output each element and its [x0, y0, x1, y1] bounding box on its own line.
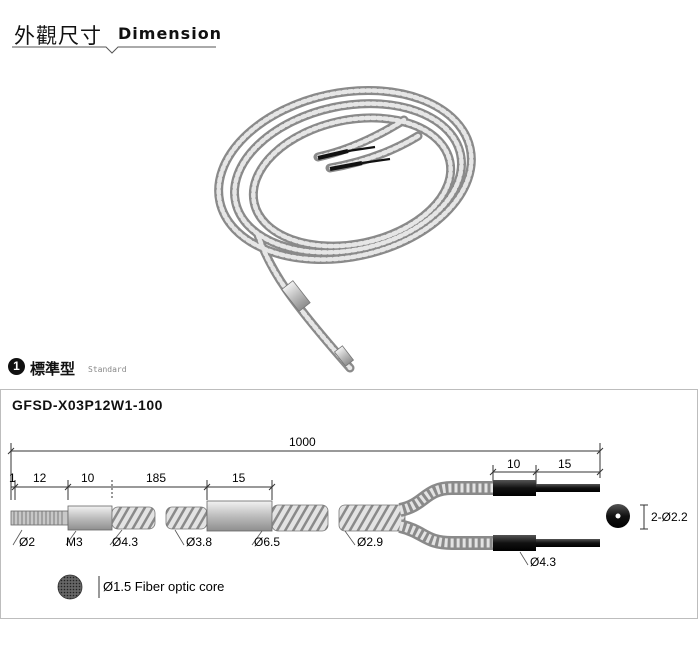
dim-15: 15: [232, 471, 246, 485]
cable-segment-3: [271, 504, 329, 532]
dimension-ticks: [7, 447, 604, 491]
spec-box: [0, 389, 698, 619]
label-d22: 2-Ø2.2: [651, 510, 688, 524]
header-underline: [12, 46, 216, 54]
label-d65: Ø6.5: [254, 535, 280, 549]
label-d38: Ø3.8: [186, 535, 212, 549]
section-subtitle: Standard: [88, 365, 127, 374]
label-d43a: Ø4.3: [112, 535, 138, 549]
fiber-core-label: Ø1.5 Fiber optic core: [103, 579, 224, 594]
dim-overall: 1000: [289, 435, 316, 449]
fiber-core-icon: [57, 574, 83, 600]
page-title: 外觀尺寸: [14, 24, 102, 48]
coiled-cable-illustration: [214, 85, 476, 373]
split-cable: [338, 481, 493, 550]
fiber-ends: [493, 480, 600, 551]
label-d43b: Ø4.3: [530, 555, 556, 569]
end-view-icon: [606, 504, 630, 528]
dim-10: 10: [81, 471, 95, 485]
cable-segment-2: [165, 506, 208, 530]
section-number-badge: 1: [8, 358, 25, 375]
dim-right-15: 15: [558, 457, 572, 471]
threaded-tip: [10, 510, 69, 526]
label-m3: M3: [66, 535, 83, 549]
dim-185: 185: [146, 471, 166, 485]
page-subtitle: Dimension: [118, 24, 223, 43]
dim-1: 1: [9, 471, 16, 485]
metal-sleeve-middle: [206, 500, 273, 532]
model-number: GFSD-X03P12W1-100: [12, 397, 163, 413]
label-d2: Ø2: [19, 535, 35, 549]
dim-right-10: 10: [507, 457, 521, 471]
metal-sleeve-left: [67, 505, 113, 531]
leader-lines: [12, 529, 529, 566]
dim-12: 12: [33, 471, 47, 485]
section-title: 標準型: [30, 360, 76, 378]
cable-segment-1: [111, 506, 156, 530]
label-d29: Ø2.9: [357, 535, 383, 549]
